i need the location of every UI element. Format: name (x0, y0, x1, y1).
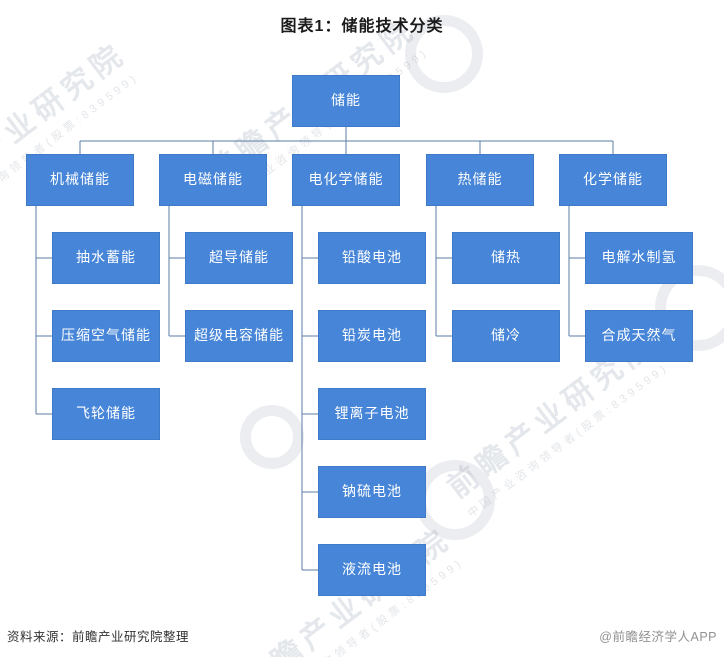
chart-title: 图表1：储能技术分类 (280, 18, 444, 35)
tree-node-leaf-2-4: 液流电池 (318, 544, 426, 596)
tree-node-leaf-1-1: 超级电容储能 (185, 310, 293, 362)
tree-node-branch-3: 热储能 (426, 154, 534, 206)
tree-node-branch-0: 机械储能 (26, 154, 134, 206)
source-note: 资料来源：前瞻产业研究院整理 (7, 630, 190, 644)
tree-node-branch-2: 电化学储能 (292, 154, 400, 206)
tree-node-leaf-0-0: 抽水蓄能 (52, 232, 160, 284)
tree-node-leaf-2-1: 铅炭电池 (318, 310, 426, 362)
credit-note: @前瞻经济学人APP (599, 630, 717, 644)
tree-node-branch-4: 化学储能 (559, 154, 667, 206)
footer: 资料来源：前瞻产业研究院整理 @前瞻经济学人APP (7, 626, 717, 645)
tree-node-leaf-1-0: 超导储能 (185, 232, 293, 284)
tree-node-leaf-0-1: 压缩空气储能 (52, 310, 160, 362)
tree-node-leaf-2-3: 钠硫电池 (318, 466, 426, 518)
tree-node-root: 储能 (292, 75, 400, 127)
tree-node-leaf-2-2: 锂离子电池 (318, 388, 426, 440)
tree-node-branch-1: 电磁储能 (159, 154, 267, 206)
tree-node-leaf-0-2: 飞轮储能 (52, 388, 160, 440)
tree-node-leaf-3-0: 储热 (452, 232, 560, 284)
tree-node-leaf-4-0: 电解水制氢 (585, 232, 693, 284)
tree-node-leaf-2-0: 铅酸电池 (318, 232, 426, 284)
tree-node-leaf-4-1: 合成天然气 (585, 310, 693, 362)
tree-node-leaf-3-1: 储冷 (452, 310, 560, 362)
